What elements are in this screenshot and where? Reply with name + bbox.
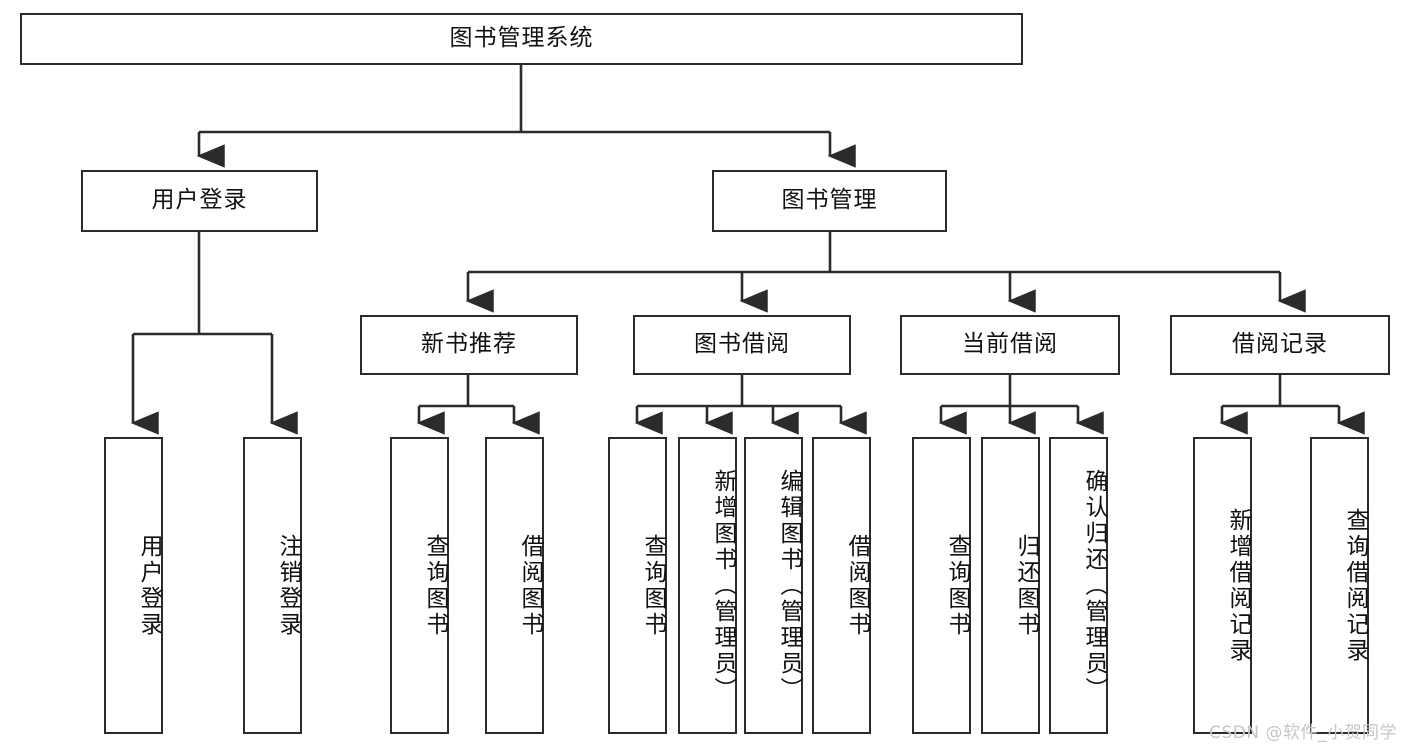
leaf-record-query-borrow-record[interactable]: 查询借阅记录 bbox=[1310, 437, 1369, 734]
leaf-current-query-book[interactable]: 查询图书 bbox=[912, 437, 971, 734]
node-label: 确认归还（管理员） bbox=[1081, 468, 1107, 703]
node-label: 借阅图书 bbox=[844, 533, 870, 638]
leaf-borrow-query-book[interactable]: 查询图书 bbox=[608, 437, 667, 734]
node-label: 新书推荐 bbox=[421, 331, 517, 358]
leaf-borrow-add-book-admin[interactable]: 新增图书（管理员） bbox=[678, 437, 737, 734]
node-label: 归还图书 bbox=[1013, 533, 1039, 638]
node-label: 借阅图书 bbox=[517, 533, 543, 638]
leaf-record-add-borrow-record[interactable]: 新增借阅记录 bbox=[1193, 437, 1252, 734]
node-book-management[interactable]: 图书管理 bbox=[712, 170, 947, 232]
node-label: 当前借阅 bbox=[962, 331, 1058, 358]
node-label: 注销登录 bbox=[275, 533, 301, 638]
leaf-recommend-query-book[interactable]: 查询图书 bbox=[390, 437, 449, 734]
node-book-borrow[interactable]: 图书借阅 bbox=[633, 315, 851, 375]
node-label: 用户登录 bbox=[136, 533, 162, 638]
node-label: 图书管理 bbox=[781, 187, 878, 214]
leaf-user-login-signin[interactable]: 用户登录 bbox=[104, 437, 163, 734]
leaf-user-login-signout[interactable]: 注销登录 bbox=[243, 437, 302, 734]
node-label: 查询图书 bbox=[944, 533, 970, 638]
csdn-watermark: CSDN @软件_小贺同学 bbox=[1209, 723, 1397, 743]
node-label: 新增图书（管理员） bbox=[710, 468, 736, 703]
node-label: 查询借阅记录 bbox=[1342, 507, 1368, 664]
node-label: 用户登录 bbox=[151, 187, 248, 214]
node-label: 借阅记录 bbox=[1232, 331, 1328, 358]
node-label: 图书借阅 bbox=[694, 331, 790, 358]
leaf-recommend-borrow-book[interactable]: 借阅图书 bbox=[485, 437, 544, 734]
leaf-current-confirm-return-admin[interactable]: 确认归还（管理员） bbox=[1049, 437, 1108, 734]
node-current-borrow[interactable]: 当前借阅 bbox=[900, 315, 1120, 375]
node-borrow-record[interactable]: 借阅记录 bbox=[1170, 315, 1390, 375]
node-label: 编辑图书（管理员） bbox=[776, 468, 802, 703]
node-new-book-recommend[interactable]: 新书推荐 bbox=[360, 315, 578, 375]
node-label: 图书管理系统 bbox=[449, 25, 594, 52]
node-label: 查询图书 bbox=[640, 533, 666, 638]
node-user-login[interactable]: 用户登录 bbox=[81, 170, 318, 232]
node-label: 新增借阅记录 bbox=[1225, 507, 1251, 664]
leaf-borrow-borrow-book[interactable]: 借阅图书 bbox=[812, 437, 871, 734]
node-root-book-management-system[interactable]: 图书管理系统 bbox=[20, 13, 1023, 65]
leaf-current-return-book[interactable]: 归还图书 bbox=[981, 437, 1040, 734]
node-label: 查询图书 bbox=[422, 533, 448, 638]
leaf-borrow-edit-book-admin[interactable]: 编辑图书（管理员） bbox=[744, 437, 803, 734]
